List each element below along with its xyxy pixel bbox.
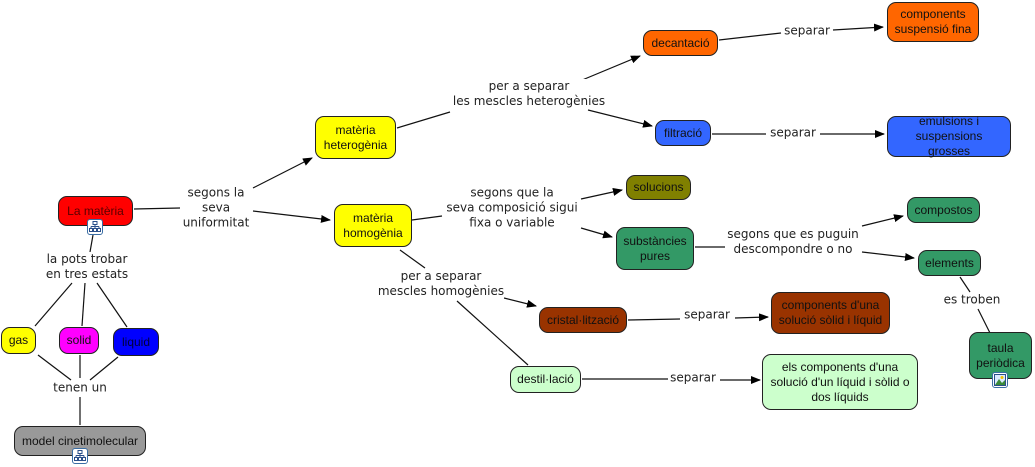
concept-emulsions[interactable]: emulsions i suspensions grosses xyxy=(887,114,1011,158)
concept-label: filtració xyxy=(663,125,702,140)
link-segons-composicio: segons que la seva composició sigui fixa… xyxy=(446,185,578,231)
link-segons-descompondre: segons que es puguin descompondre o no xyxy=(727,227,859,257)
link-per-separar-heterogenies: per a separar les mescles heterogènies xyxy=(452,79,606,109)
concept-map-icon[interactable] xyxy=(72,448,88,464)
concept-components-solid-liquid[interactable]: components d'una solució sòlid i líquid xyxy=(771,292,890,334)
link-separar-destillacio: separar xyxy=(670,370,716,386)
concept-compostos[interactable]: compostos xyxy=(907,197,980,223)
link-tres-estats: la pots trobar en tres estats xyxy=(45,252,129,282)
concept-elements[interactable]: elements xyxy=(918,250,981,276)
image-icon[interactable] xyxy=(992,372,1008,388)
concept-label: cristal·lització xyxy=(546,312,619,327)
link-separar-cristallitzacio: separar xyxy=(684,307,730,323)
concept-label: destil·lació xyxy=(517,372,574,386)
link-tenen-un: tenen un xyxy=(53,380,107,396)
concept-label: components suspensió fina xyxy=(894,7,972,36)
link-segons-uniformitat: segons la seva uniformitat xyxy=(182,185,250,231)
link-separar-decantacio: separar xyxy=(784,23,830,39)
link-separar-filtracio: separar xyxy=(770,125,816,141)
concept-filtracio[interactable]: filtració xyxy=(655,120,711,146)
concept-label: taula periòdica xyxy=(976,340,1025,370)
concept-decantacio[interactable]: decantació xyxy=(643,30,718,56)
concept-label: components d'una solució sòlid i líquid xyxy=(778,298,883,327)
concept-label: els components d'una solució d'un líquid… xyxy=(770,359,910,404)
concept-label: compostos xyxy=(914,202,973,217)
concept-cristallitzacio[interactable]: cristal·lització xyxy=(539,307,627,333)
concept-label: elements xyxy=(925,255,974,270)
concept-solid[interactable]: solid xyxy=(59,327,99,354)
concept-materia-homogenia[interactable]: matèria homogènia xyxy=(334,204,412,247)
concept-liquid[interactable]: liquid xyxy=(113,328,159,356)
concept-label: matèria homogènia xyxy=(343,210,403,240)
concept-label: emulsions i suspensions grosses xyxy=(915,114,983,158)
concept-label: decantació xyxy=(651,35,710,50)
link-per-separar-homogenies: per a separar mescles homogènies xyxy=(377,269,505,299)
concept-label: model cinetimolecular xyxy=(21,433,139,448)
concept-label: solid xyxy=(66,333,92,347)
concept-destillacio[interactable]: destil·lació xyxy=(510,366,581,393)
concept-components-suspensio-fina[interactable]: components suspensió fina xyxy=(887,2,979,42)
link-es-troben: es troben xyxy=(943,292,1001,308)
concept-label: La matèria xyxy=(67,203,124,218)
concept-label: solucions xyxy=(633,180,684,194)
concept-label: matèria heterogènia xyxy=(323,122,388,152)
concept-label: liquid xyxy=(121,334,151,349)
concept-components-liquid-solid[interactable]: els components d'una solució d'un líquid… xyxy=(762,354,918,410)
concept-gas[interactable]: gas xyxy=(1,327,36,354)
concept-materia-heterogenia[interactable]: matèria heterogènia xyxy=(315,116,396,159)
concept-solucions[interactable]: solucions xyxy=(626,175,691,200)
concept-label: gas xyxy=(8,333,29,347)
concept-substancies-pures[interactable]: substàncies pures xyxy=(616,227,694,270)
concept-taula-periodica[interactable]: taula periòdica xyxy=(969,332,1032,379)
concept-label: substàncies pures xyxy=(623,233,687,263)
concept-map-icon[interactable] xyxy=(87,219,103,235)
